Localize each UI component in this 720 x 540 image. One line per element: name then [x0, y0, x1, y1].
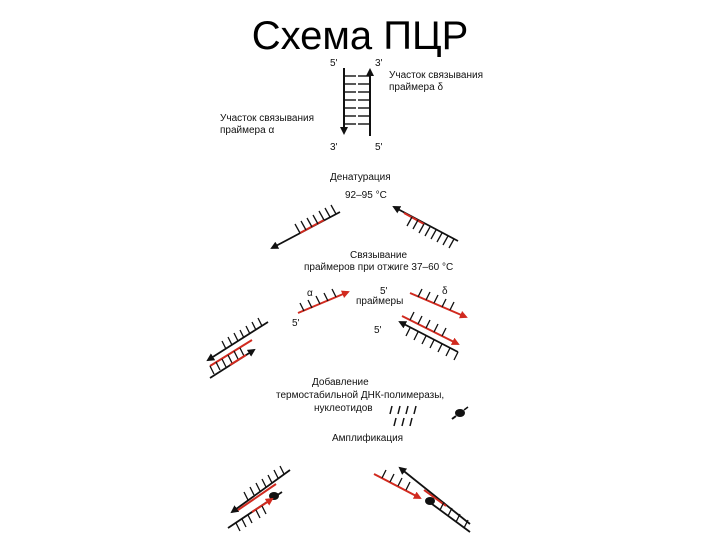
- label-addition-line2: термостабильной ДНК-полимеразы,: [276, 389, 444, 401]
- label-site-delta-line1: Участок связывания: [389, 70, 483, 81]
- label-denaturation-temp: 92–95 °C: [345, 190, 387, 201]
- amplified-duplex-right: [373, 466, 471, 533]
- label-site-delta-line2: праймера δ: [389, 82, 443, 93]
- label-5prime-top-left: 5': [330, 58, 338, 69]
- amplified-duplex-left: [227, 465, 291, 532]
- label-site-alpha-line2: праймера α: [220, 125, 274, 136]
- label-primers: праймеры: [356, 296, 403, 307]
- nucleotides-icon: [389, 405, 417, 427]
- label-site-alpha-line1: Участок связывания: [220, 113, 314, 124]
- base-pair-ticks: [344, 75, 370, 125]
- template-double-strand: 5' 3' 3' 5' Участок связывания праймера …: [220, 58, 483, 153]
- label-annealing-line1: Связывание: [350, 250, 407, 261]
- polymerase-icon: [451, 406, 469, 420]
- label-addition-line1: Добавление: [312, 376, 369, 388]
- slide-title: Схема ПЦР: [251, 14, 469, 58]
- label-3prime-top-right: 3': [375, 58, 383, 69]
- label-primer-delta: δ: [442, 286, 448, 297]
- label-5prime-delta: 5': [380, 286, 388, 297]
- label-primer-alpha: α: [307, 288, 313, 299]
- primer-delta: [409, 288, 468, 319]
- label-5prime-c: 5': [374, 325, 382, 336]
- annealed-duplex-right: [398, 311, 460, 361]
- label-amplification: Амплификация: [332, 432, 403, 444]
- label-5prime-alpha: 5': [292, 318, 300, 329]
- label-5prime-bottom-right: 5': [375, 142, 383, 153]
- annealed-duplex-left: [206, 317, 269, 379]
- label-addition-line3: нуклеотидов: [314, 403, 373, 414]
- label-annealing-line2: праймеров при отжиге 37–60 °C: [304, 262, 453, 273]
- single-strand-left: [270, 204, 341, 249]
- primer-alpha: [297, 288, 350, 314]
- label-3prime-bottom-left: 3': [330, 142, 338, 153]
- single-strand-right: [392, 206, 459, 249]
- label-denaturation: Денатурация: [330, 172, 391, 183]
